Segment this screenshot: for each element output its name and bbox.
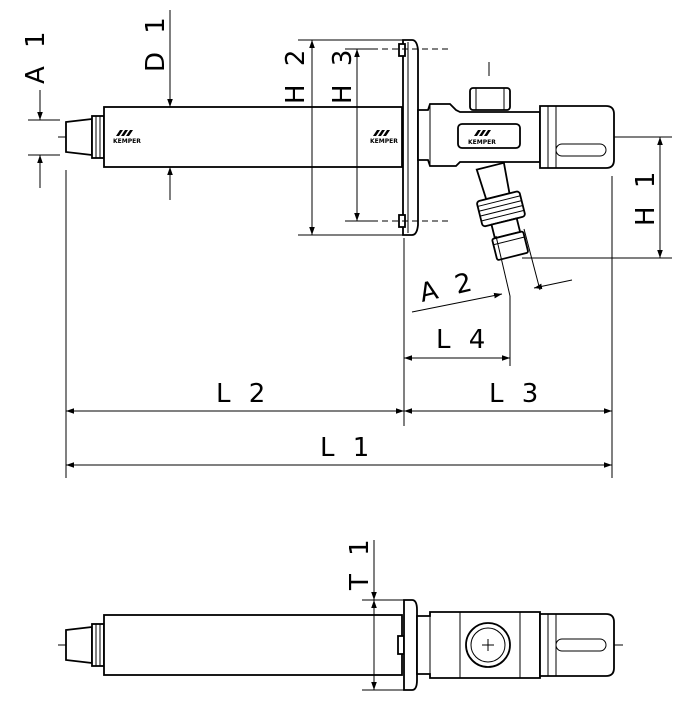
label-l2: L 2 [216,379,270,409]
kemper-logo-pipe-left: KEMPER [113,130,141,145]
inlet-nipple [65,115,105,159]
extension-pipe-bottom [103,614,403,676]
label-h3: H 3 [328,45,358,104]
kemper-logo-pipe-right: KEMPER [370,130,398,145]
label-l3: L 3 [489,379,543,409]
valve-body: KEMPER [417,87,615,169]
label-l4: L 4 [436,325,490,355]
dim-h1: H 1 [522,136,672,259]
valve-body-bottom [416,611,615,679]
wall-flange [398,39,419,236]
logo-text-right: KEMPER [370,138,398,145]
wall-flange-bottom [397,599,418,691]
side-view: KEMPER KEMPER KEMPER [21,10,672,478]
angled-outlet [475,161,529,261]
dim-t1: T 1 [345,534,404,691]
dim-l1: L 1 [66,433,612,468]
dim-l2: L 2 [66,379,404,414]
dim-d1: D 1 [141,10,182,200]
logo-text-left: KEMPER [113,138,141,145]
extension-pipe [103,106,403,168]
inlet-nipple-bottom [65,623,105,667]
top-view: T 1 [58,534,628,691]
logo-text-valve: KEMPER [468,139,496,146]
label-t1: T 1 [345,534,375,591]
dim-h2: H 2 [281,39,403,236]
label-a2: A 2 [417,267,480,309]
dim-l3: L 3 [404,379,612,414]
label-h2: H 2 [281,45,311,104]
label-l1: L 1 [320,433,374,463]
dim-l4: L 4 [404,296,511,366]
label-a1: A 1 [21,26,51,84]
label-d1: D 1 [141,12,171,72]
dim-a1: A 1 [21,26,60,188]
dim-h3: H 3 [328,45,372,222]
label-h1: H 1 [631,167,661,226]
